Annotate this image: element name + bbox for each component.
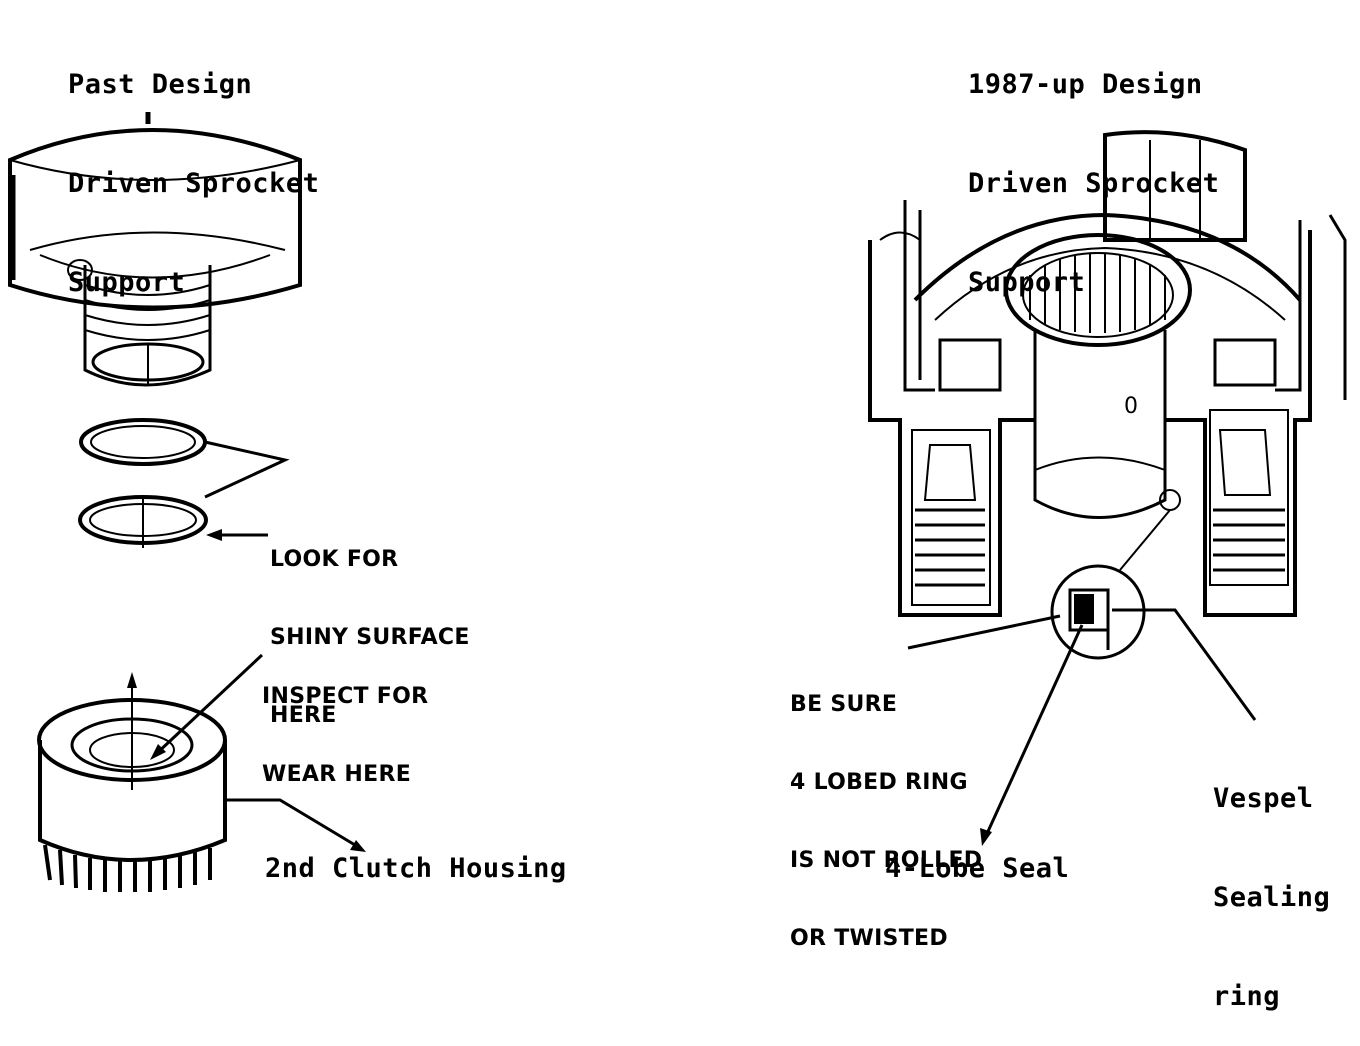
clutch-housing-label: 2nd Clutch Housing — [265, 853, 567, 884]
callout-line: OR TWISTED — [790, 926, 948, 951]
title-line: Support — [968, 267, 1086, 298]
clutch-housing-drawing — [37, 653, 366, 892]
callout-line: BE SURE — [790, 692, 898, 717]
new-sprocket-support-drawing — [868, 130, 1347, 617]
shiny-surface-callout: LOOK FOR SHINY SURFACE HERE — [270, 495, 470, 755]
callout-line: IS NOT ROLLED — [790, 848, 983, 873]
title-line: Driven Sprocket — [68, 168, 320, 199]
diagram-drawing — [8, 112, 1347, 892]
callout-line: INSPECT FOR — [262, 684, 429, 709]
callout-line: WEAR HERE — [262, 762, 412, 787]
title-line: Driven Sprocket — [968, 168, 1220, 199]
title-line: Past Design — [68, 69, 253, 100]
title-line: Support — [68, 267, 186, 298]
vespel-sealing-ring-label: Vespel Sealing ring — [1213, 716, 1330, 1046]
four-lobe-seal-label: 4-Lobe Seal — [885, 853, 1070, 884]
callout-line: LOOK FOR — [270, 547, 399, 572]
be-sure-callout: BE SURE 4 LOBED RING IS NOT ROLLED OR TW… — [790, 640, 982, 978]
bore-marking-label: 0 — [1124, 394, 1139, 419]
inspect-wear-callout: INSPECT FOR WEAR HERE — [262, 632, 428, 814]
past-design-title: Past Design Driven Sprocket Support — [68, 2, 319, 332]
callout-line: Vespel — [1213, 783, 1314, 814]
past-sprocket-support-drawing — [8, 112, 302, 387]
callout-line: HERE — [270, 703, 337, 728]
seal-rings-drawing — [78, 418, 290, 548]
callout-line: 4 LOBED RING — [790, 770, 968, 795]
title-line: 1987-up Design — [968, 69, 1203, 100]
seal-detail-magnifier — [907, 564, 1257, 846]
callout-line: ring — [1213, 981, 1281, 1012]
callout-line: SHINY SURFACE — [270, 625, 470, 650]
callout-line: Sealing — [1213, 882, 1331, 913]
new-design-title: 1987-up Design Driven Sprocket Support — [968, 2, 1219, 332]
